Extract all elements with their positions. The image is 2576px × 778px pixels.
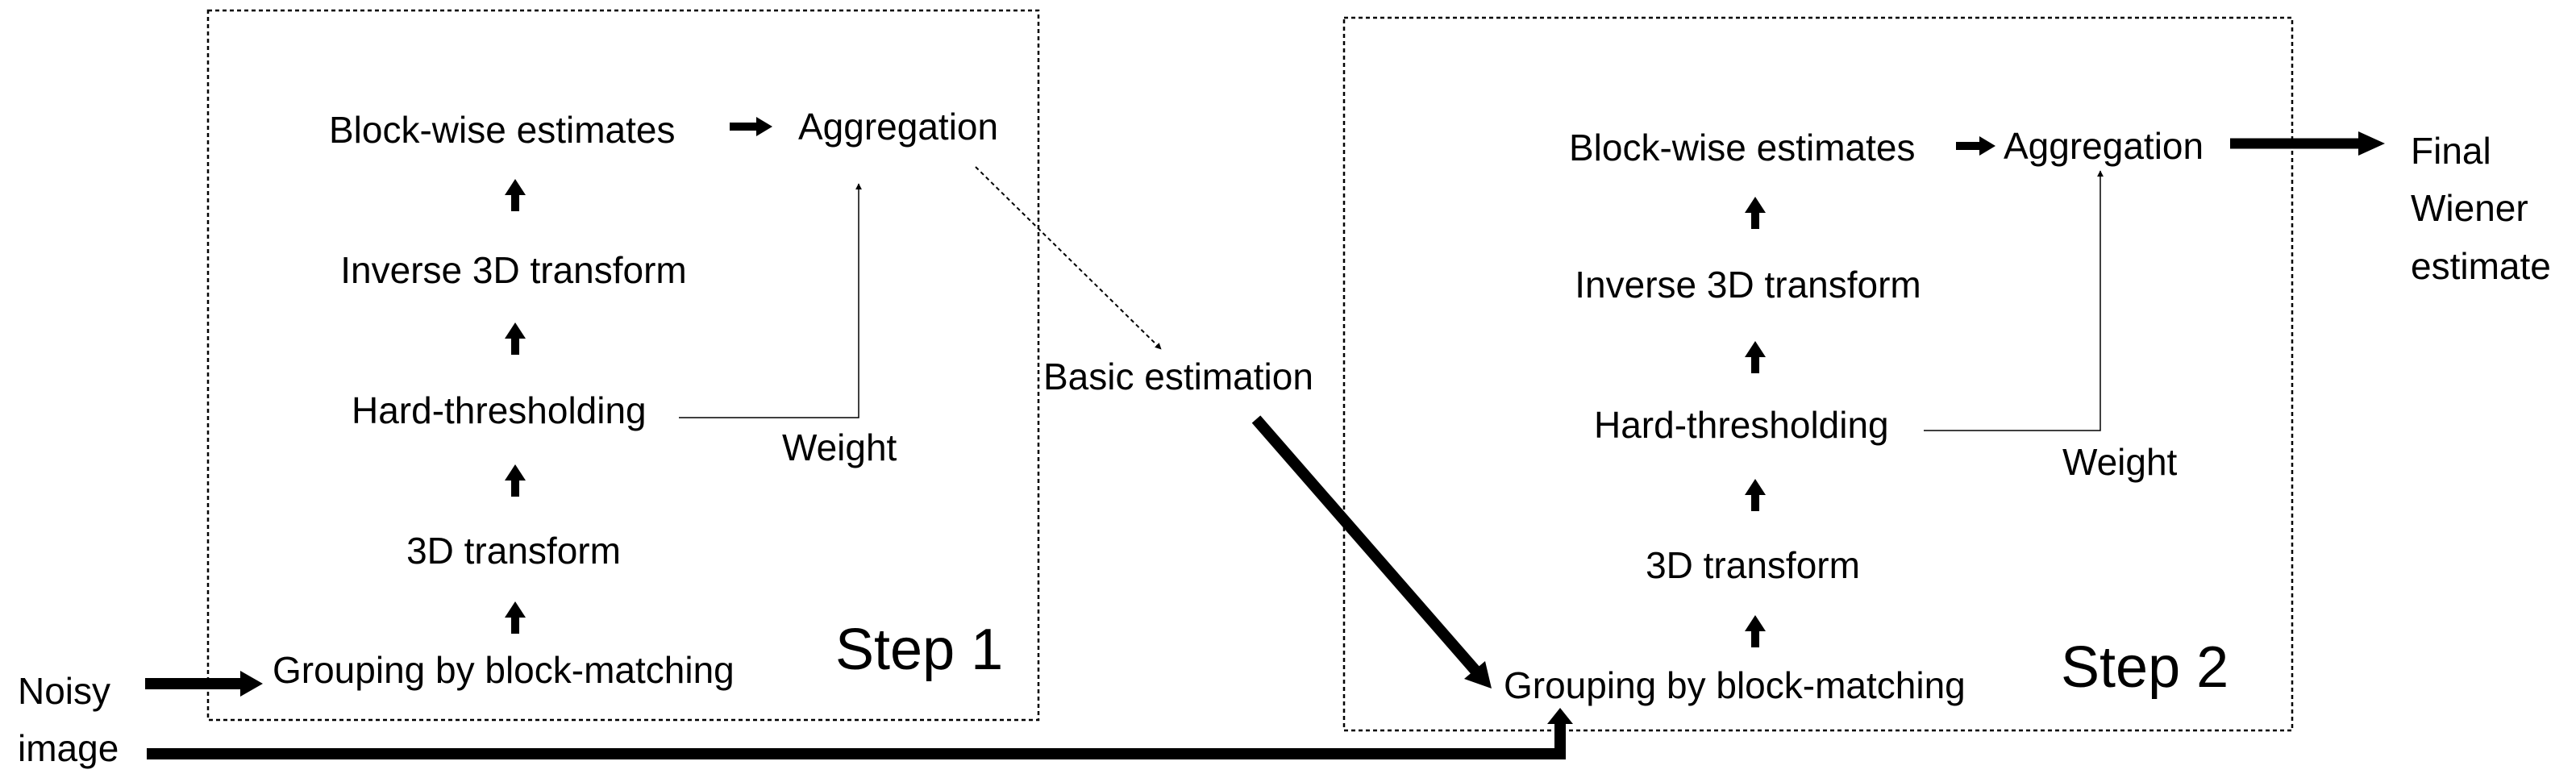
basic-to-step2-arrow [1251, 415, 1492, 689]
step2-blockwise-to-aggregation-arrow [1956, 136, 1995, 156]
step1-up-arrow-2 [505, 464, 526, 497]
step1-hard-thresholding: Hard-thresholding [352, 389, 647, 431]
aggregation-to-final-arrow [2230, 131, 2385, 156]
step2-grouping: Grouping by block-matching [1504, 664, 1966, 706]
step2-up-arrow-3 [1745, 341, 1766, 373]
noisy-line-2: image [18, 727, 119, 770]
step2-weight: Weight [2062, 441, 2178, 483]
step2-weight-line [1924, 170, 2104, 431]
step1-inverse-3d-transform: Inverse 3D transform [340, 249, 687, 291]
step2-up-arrow-4 [1745, 197, 1766, 229]
step1-grouping: Grouping by block-matching [273, 649, 735, 691]
basic-estimation: Basic estimation [1043, 356, 1313, 397]
step1-blockwise-to-aggregation-arrow [730, 117, 772, 136]
step1-up-arrow-3 [505, 322, 526, 355]
input-to-step1-arrow [145, 671, 263, 697]
step2-up-arrow-1 [1745, 615, 1766, 647]
step2-inverse-3d-transform: Inverse 3D transform [1575, 264, 1921, 306]
step1-up-arrow-4 [505, 179, 526, 211]
step2-title: Step 2 [2061, 635, 2229, 700]
step1-weight: Weight [782, 426, 897, 468]
step2-hard-thresholding: Hard-thresholding [1594, 404, 1889, 446]
step2-aggregation: Aggregation [2004, 125, 2204, 167]
aggregation-to-basic-arrow [975, 166, 1162, 350]
final-line-3: estimate [2411, 244, 2551, 287]
noisy-line-1: Noisy [18, 670, 111, 712]
step2-box [1342, 16, 2294, 732]
step1-up-arrow-1 [505, 601, 526, 634]
final-wiener-estimate-label: Final Wiener estimate [2411, 123, 2551, 295]
final-line-2: Wiener [2411, 187, 2528, 230]
step1-box [206, 9, 1040, 722]
step2-3d-transform: 3D transform [1646, 544, 1860, 586]
final-line-1: Final [2411, 130, 2491, 172]
input-to-step2-arrow [147, 708, 1573, 759]
step2-up-arrow-2 [1745, 479, 1766, 511]
noisy-image-label: Noisy image [18, 663, 119, 778]
step1-3d-transform: 3D transform [406, 530, 621, 572]
step2-blockwise-estimates: Block-wise estimates [1569, 127, 1916, 168]
step1-weight-line [679, 183, 862, 418]
step1-aggregation: Aggregation [798, 106, 999, 148]
step1-blockwise-estimates: Block-wise estimates [329, 109, 676, 151]
step1-title: Step 1 [835, 618, 1004, 682]
